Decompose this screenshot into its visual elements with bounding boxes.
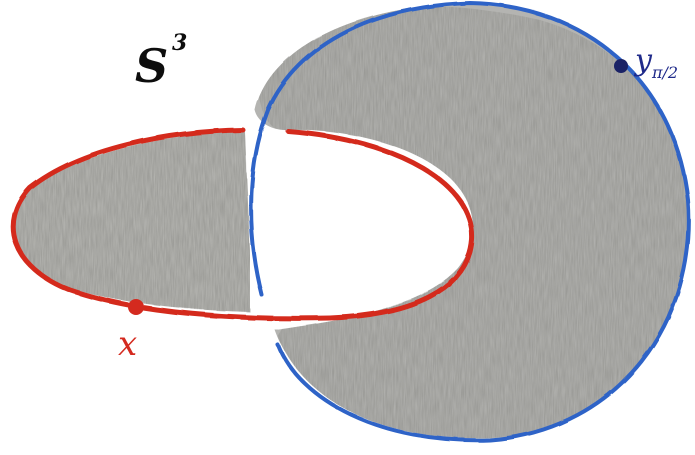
disk-pencil-texture: [256, 5, 689, 439]
space-label-superscript: 3: [172, 30, 187, 56]
point-x-dot: [128, 299, 144, 315]
point-y-dot: [614, 59, 628, 73]
point-x-label: x: [118, 324, 137, 364]
point-y-label: y: [633, 43, 653, 78]
red-disk-pencil-texture: [13, 132, 250, 312]
blue-circle: [249, 0, 691, 443]
red-loop: [10, 127, 475, 321]
point-y-subscript: π/2: [651, 63, 678, 82]
space-label: S: [135, 39, 168, 93]
